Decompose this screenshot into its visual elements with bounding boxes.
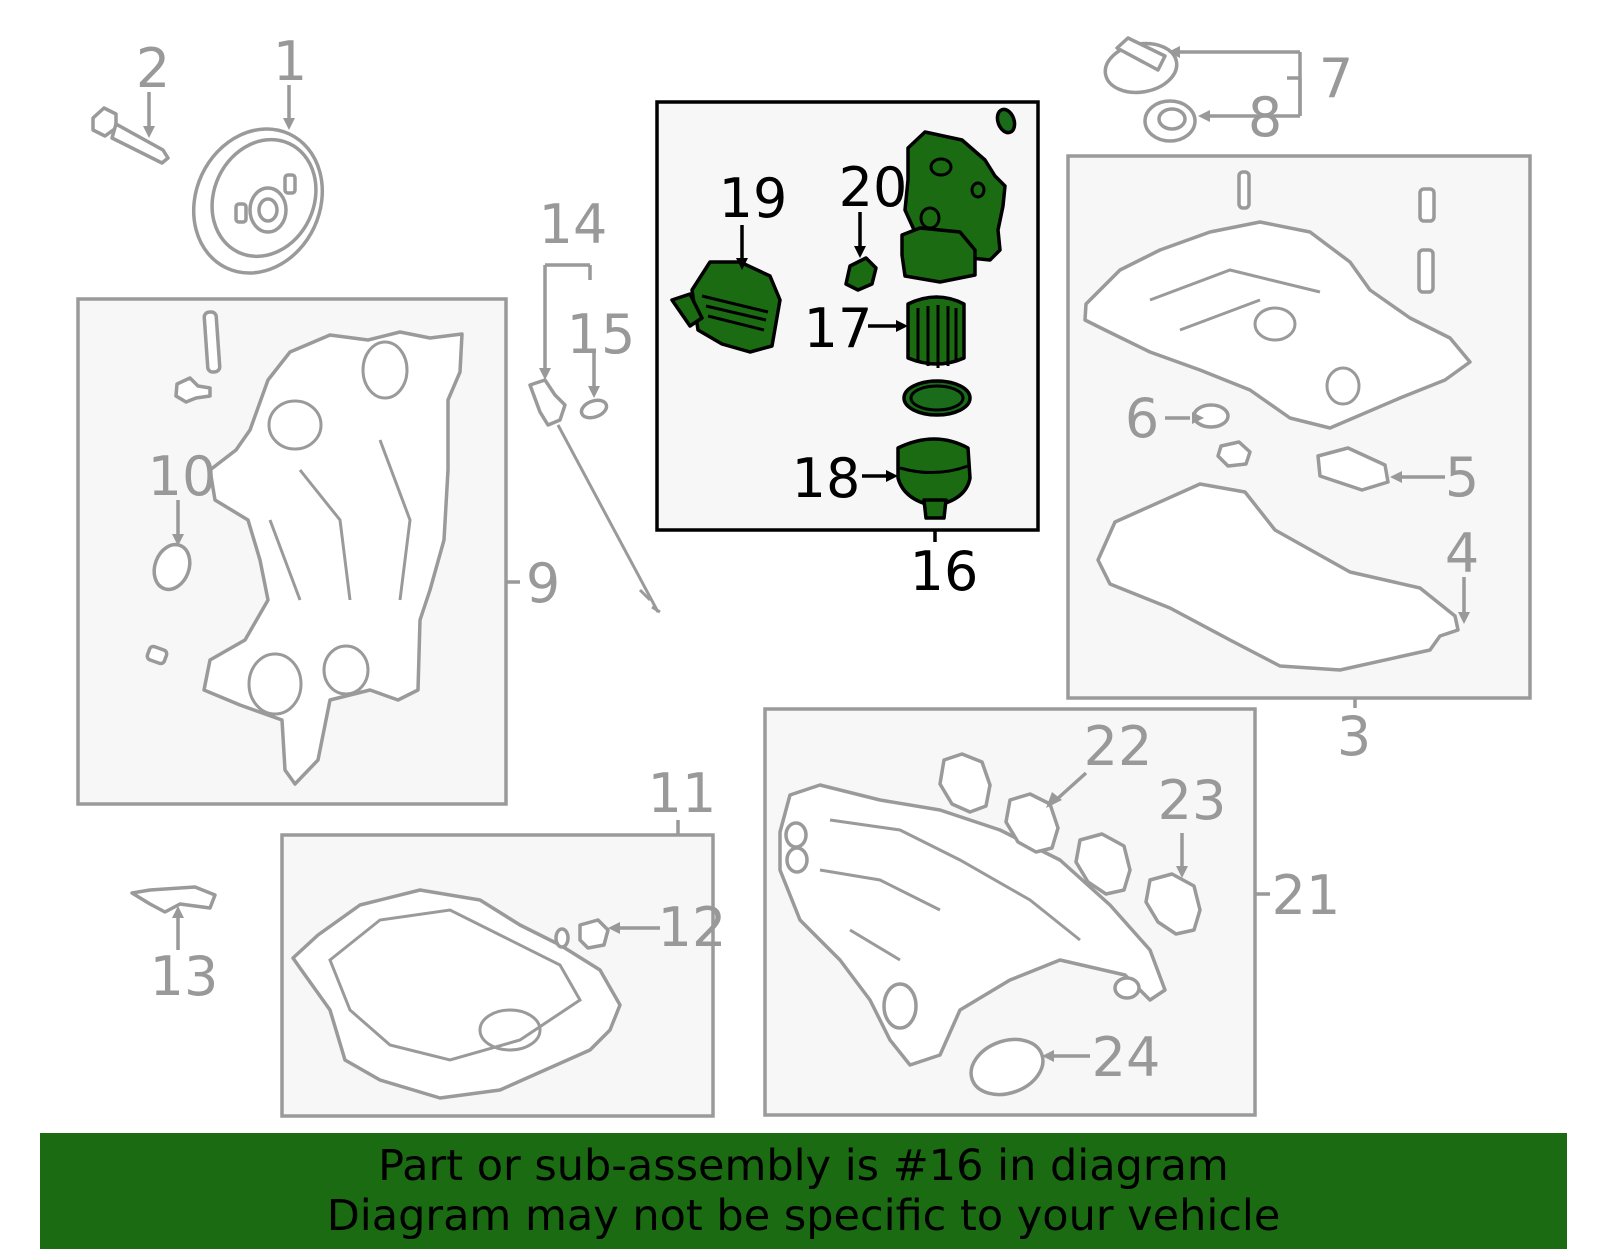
part-24-throttle-gasket bbox=[969, 1037, 1045, 1097]
callout-1: 1 bbox=[273, 30, 307, 93]
callout-18: 18 bbox=[792, 447, 861, 510]
callout-19: 19 bbox=[719, 167, 788, 230]
callout-22: 22 bbox=[1084, 715, 1153, 778]
callout-21: 21 bbox=[1272, 864, 1341, 927]
part-13-bracket bbox=[130, 885, 217, 914]
callout-9: 9 bbox=[526, 552, 560, 615]
callout-20: 20 bbox=[839, 156, 908, 219]
part-12-drain-plug bbox=[554, 918, 610, 950]
part-1-crankshaft-pulley bbox=[191, 127, 325, 275]
part-17-filter-element bbox=[906, 295, 966, 368]
callout-13: 13 bbox=[150, 945, 219, 1008]
callout-3: 3 bbox=[1337, 705, 1371, 768]
part-5-gasket bbox=[1316, 446, 1390, 492]
part-7-oil-filler-cap bbox=[1103, 36, 1179, 95]
part-23-intake-gaskets bbox=[1074, 832, 1202, 936]
part-4-valve-cover-gasket bbox=[1096, 482, 1460, 672]
callout-24: 24 bbox=[1092, 1026, 1161, 1089]
part-filter-o-ring-inner bbox=[909, 384, 965, 412]
part-15-o-ring bbox=[579, 398, 609, 420]
callout-23: 23 bbox=[1158, 769, 1227, 832]
part-3-valve-cover bbox=[1083, 170, 1472, 430]
callout-17: 17 bbox=[804, 297, 873, 360]
part-9-timing-cover bbox=[145, 310, 464, 786]
part-20-sensor bbox=[844, 256, 878, 292]
part-o-ring-top bbox=[995, 107, 1017, 135]
part-10-o-ring bbox=[152, 542, 192, 592]
part-22-intake-gaskets bbox=[938, 752, 1060, 854]
part-8-cap-seal bbox=[1143, 99, 1197, 143]
callout-5: 5 bbox=[1445, 446, 1479, 509]
callout-8: 8 bbox=[1248, 86, 1282, 149]
part-14-dipstick bbox=[528, 378, 661, 614]
callout-4: 4 bbox=[1445, 522, 1479, 585]
part-2-bolt bbox=[91, 106, 170, 165]
callout-15: 15 bbox=[567, 303, 636, 366]
banner-line-2: Diagram may not be specific to your vehi… bbox=[326, 1191, 1281, 1241]
part-19-oil-cooler bbox=[670, 260, 782, 354]
part-11-oil-pan bbox=[291, 888, 622, 1100]
part-20-filter-housing bbox=[900, 130, 1007, 284]
banner-line-1: Part or sub-assembly is #16 in diagram bbox=[378, 1141, 1229, 1191]
disclaimer-banner: Part or sub-assembly is #16 in diagram D… bbox=[40, 1133, 1567, 1249]
callout-14: 14 bbox=[539, 193, 608, 256]
callout-7: 7 bbox=[1319, 47, 1353, 110]
part-21-intake-manifold bbox=[778, 783, 1167, 1067]
part-nut bbox=[1216, 440, 1252, 468]
callout-11: 11 bbox=[648, 762, 717, 825]
callout-12: 12 bbox=[658, 896, 727, 959]
callout-10: 10 bbox=[148, 445, 217, 508]
callout-6: 6 bbox=[1125, 387, 1159, 450]
part-18-filter-cap bbox=[896, 437, 972, 520]
callout-2: 2 bbox=[136, 37, 170, 100]
callout-16: 16 bbox=[910, 540, 979, 603]
